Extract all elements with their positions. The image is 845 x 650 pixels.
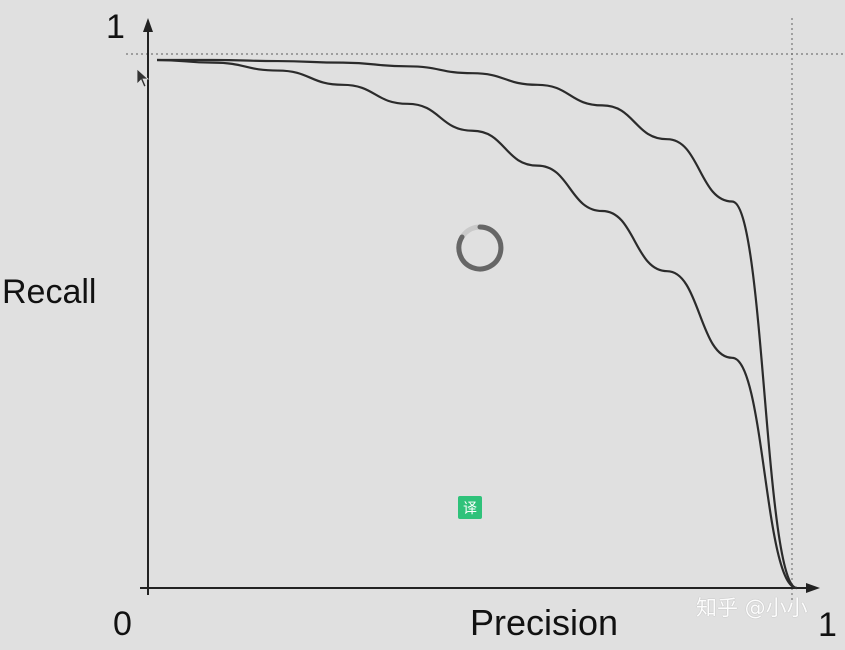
y-max-tick-label: 1 <box>106 8 125 46</box>
origin-label: 0 <box>113 605 132 643</box>
axes <box>140 18 820 595</box>
x-axis-arrow <box>806 583 820 593</box>
zhihu-watermark: 知乎 @小小 <box>696 596 808 620</box>
y-axis-arrow <box>143 18 153 32</box>
y-axis-label: Recall <box>2 273 96 311</box>
x-axis-label: Precision <box>470 602 618 643</box>
curves <box>156 58 798 590</box>
pr-curve-2 <box>157 58 798 590</box>
reference-lines <box>126 18 845 600</box>
pr-curve-1 <box>156 58 798 590</box>
x-max-tick-label: 1 <box>818 606 837 644</box>
translate-button[interactable]: 译 <box>458 496 482 519</box>
mouse-cursor-icon <box>136 68 150 88</box>
loading-spinner-icon <box>456 224 504 272</box>
